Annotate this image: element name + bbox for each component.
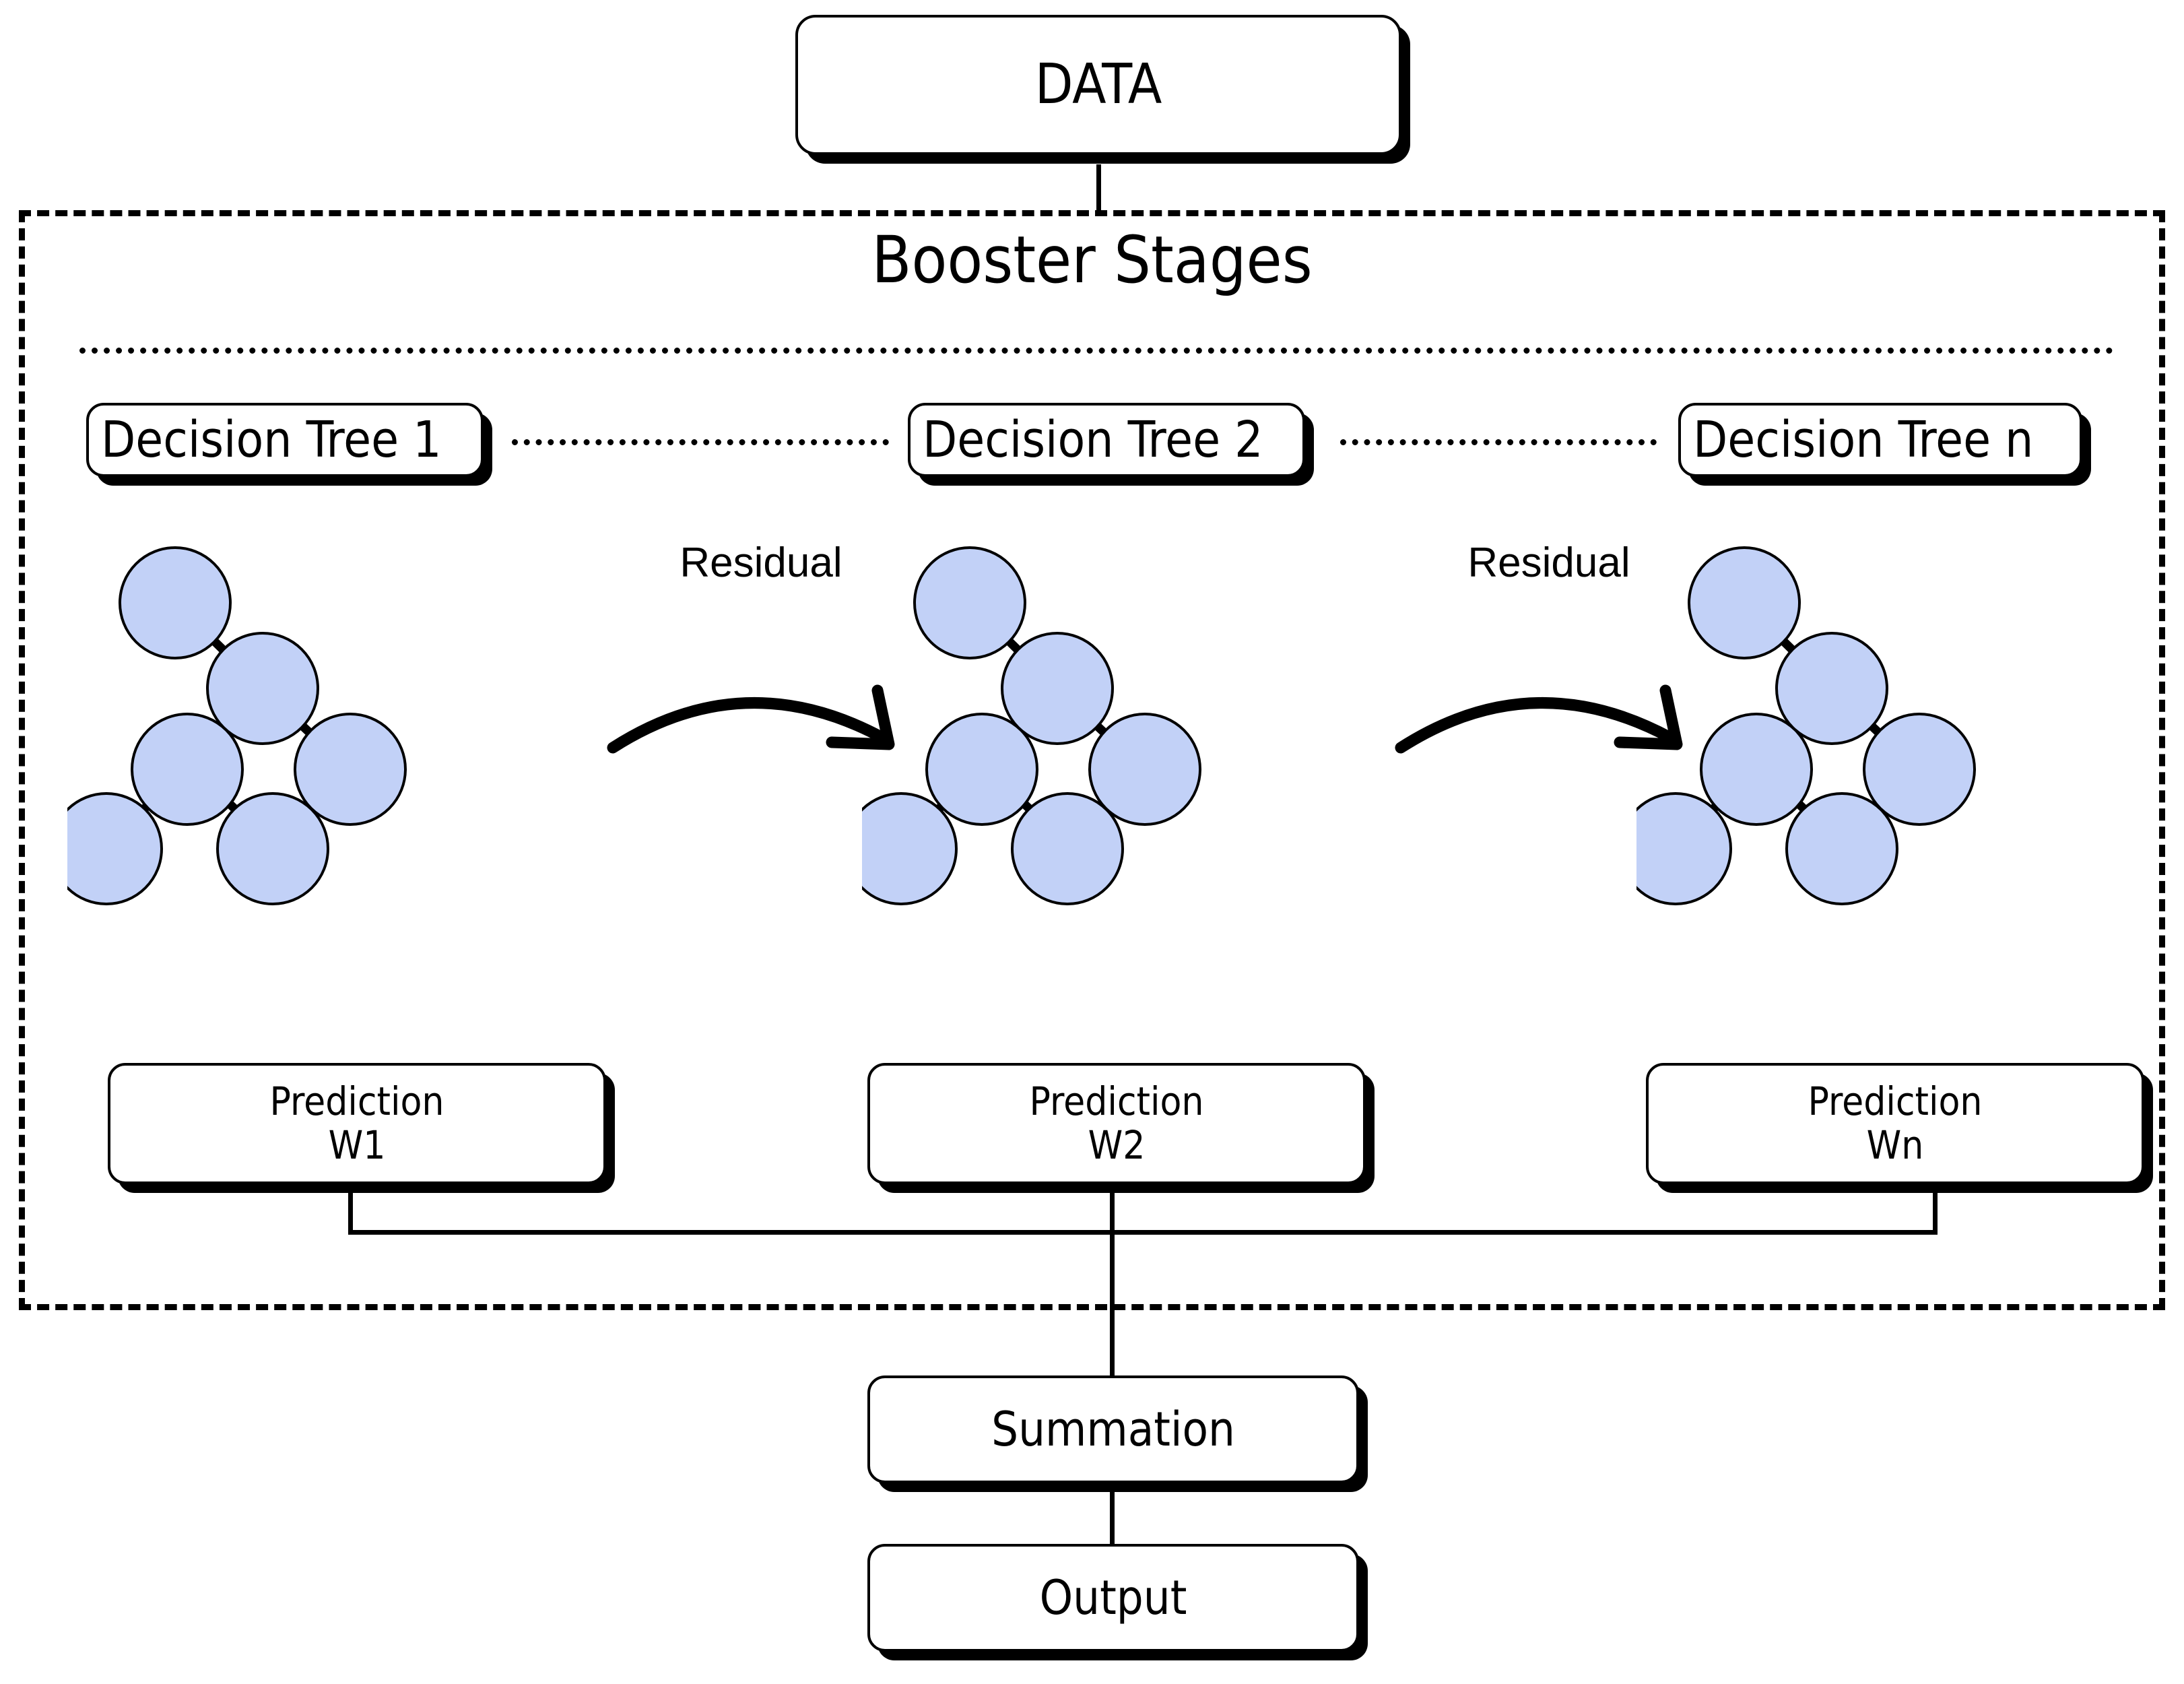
decision-tree-1-label-box[interactable]: Decision Tree 1 bbox=[86, 403, 484, 477]
prediction-title-2: Prediction bbox=[1029, 1078, 1204, 1125]
output-box[interactable]: Output bbox=[867, 1544, 1359, 1652]
prediction-weight-2: W2 bbox=[1088, 1122, 1146, 1168]
decision-tree-2-graph bbox=[862, 512, 1401, 983]
residual-arrow-2: Residual bbox=[1381, 539, 1717, 761]
residual-label-1: Residual bbox=[680, 540, 842, 586]
connector-bus-to-summation bbox=[1110, 1233, 1115, 1378]
prediction-weight-1: W1 bbox=[328, 1122, 386, 1168]
prediction-weight-n: Wn bbox=[1866, 1122, 1924, 1168]
prediction-title-1: Prediction bbox=[269, 1078, 444, 1125]
data-box[interactable]: DATA bbox=[795, 15, 1401, 155]
data-box-label: DATA bbox=[1034, 53, 1162, 117]
decision-tree-2-label-box[interactable]: Decision Tree 2 bbox=[908, 403, 1305, 477]
decision-tree-1-label: Decision Tree 1 bbox=[101, 410, 442, 469]
summation-label: Summation bbox=[991, 1401, 1235, 1457]
prediction-box-n[interactable]: Prediction Wn bbox=[1646, 1063, 2144, 1184]
decision-tree-2-label: Decision Tree 2 bbox=[923, 410, 1263, 469]
output-label: Output bbox=[1039, 1569, 1187, 1625]
prediction-title-n: Prediction bbox=[1808, 1078, 1983, 1125]
decision-tree-n-label: Decision Tree n bbox=[1693, 410, 2034, 469]
collector-bus-line bbox=[348, 1230, 1938, 1235]
connector-pred2-to-bus bbox=[1110, 1186, 1115, 1233]
connector-pred1-to-bus bbox=[348, 1186, 353, 1233]
dotted-connector-tree1-tree2 bbox=[512, 439, 889, 445]
residual-label-2: Residual bbox=[1467, 540, 1630, 586]
decision-tree-n-label-box[interactable]: Decision Tree n bbox=[1678, 403, 2082, 477]
connector-predn-to-bus bbox=[1933, 1186, 1938, 1233]
booster-title-divider bbox=[79, 348, 2113, 354]
booster-stages-title: Booster Stages bbox=[871, 222, 1313, 298]
prediction-box-1[interactable]: Prediction W1 bbox=[108, 1063, 606, 1184]
summation-box[interactable]: Summation bbox=[867, 1375, 1359, 1483]
prediction-box-2[interactable]: Prediction W2 bbox=[867, 1063, 1366, 1184]
decision-tree-1-graph bbox=[67, 512, 606, 983]
decision-tree-n-graph bbox=[1636, 512, 2175, 983]
booster-stages-container bbox=[19, 210, 2165, 1310]
connector-summation-to-output bbox=[1110, 1486, 1115, 1547]
residual-arrow-1: Residual bbox=[593, 539, 929, 761]
dotted-connector-tree2-treen bbox=[1340, 439, 1657, 445]
connector-data-to-booster bbox=[1096, 164, 1101, 213]
